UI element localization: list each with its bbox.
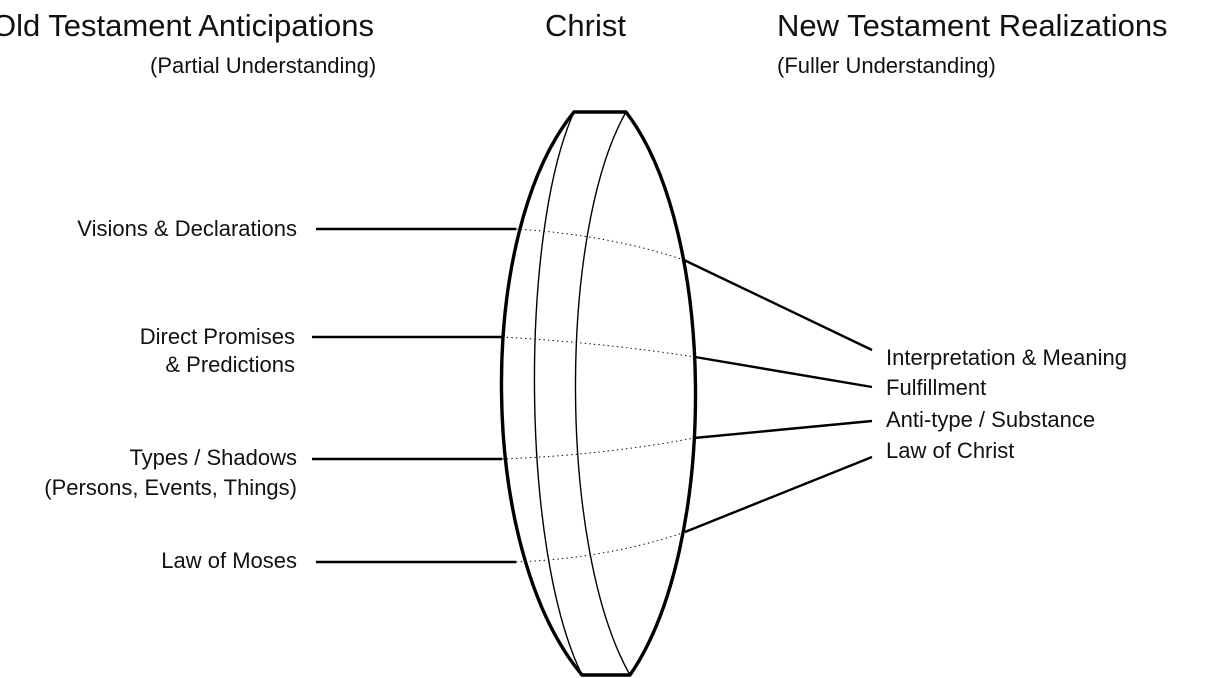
- connector-law-christ: [684, 455, 873, 534]
- ray-law-moses: [515, 531, 686, 563]
- label-law-of-christ: Law of Christ: [886, 438, 1014, 463]
- old-testament-subheading: (Partial Understanding): [150, 53, 376, 78]
- label-visions-declarations: Visions & Declarations: [77, 216, 297, 241]
- label-law-of-moses: Law of Moses: [161, 548, 297, 573]
- new-testament-subheading: (Fuller Understanding): [777, 53, 996, 78]
- christ-heading: Christ: [545, 8, 626, 43]
- label-direct-promises: Direct Promises: [140, 324, 295, 349]
- lens-outline: [499, 110, 698, 677]
- ray-types: [501, 437, 695, 460]
- lens-front-edge: [574, 111, 631, 676]
- connector-fulfillment: [694, 355, 873, 389]
- lens-back-rim: [533, 111, 583, 676]
- old-testament-heading: Old Testament Anticipations: [0, 8, 374, 43]
- new-testament-heading: New Testament Realizations: [777, 8, 1168, 43]
- label-fulfillment: Fulfillment: [886, 375, 986, 400]
- label-predictions: & Predictions: [165, 352, 295, 377]
- ray-promises: [501, 336, 696, 358]
- connector-antitype: [693, 419, 873, 440]
- ray-visions: [515, 228, 685, 261]
- label-persons-events-things: (Persons, Events, Things): [44, 475, 297, 500]
- connector-interpretation: [683, 258, 873, 352]
- label-interpretation-meaning: Interpretation & Meaning: [886, 345, 1127, 370]
- label-antitype-substance: Anti-type / Substance: [886, 407, 1095, 432]
- label-types-shadows: Types / Shadows: [129, 445, 297, 470]
